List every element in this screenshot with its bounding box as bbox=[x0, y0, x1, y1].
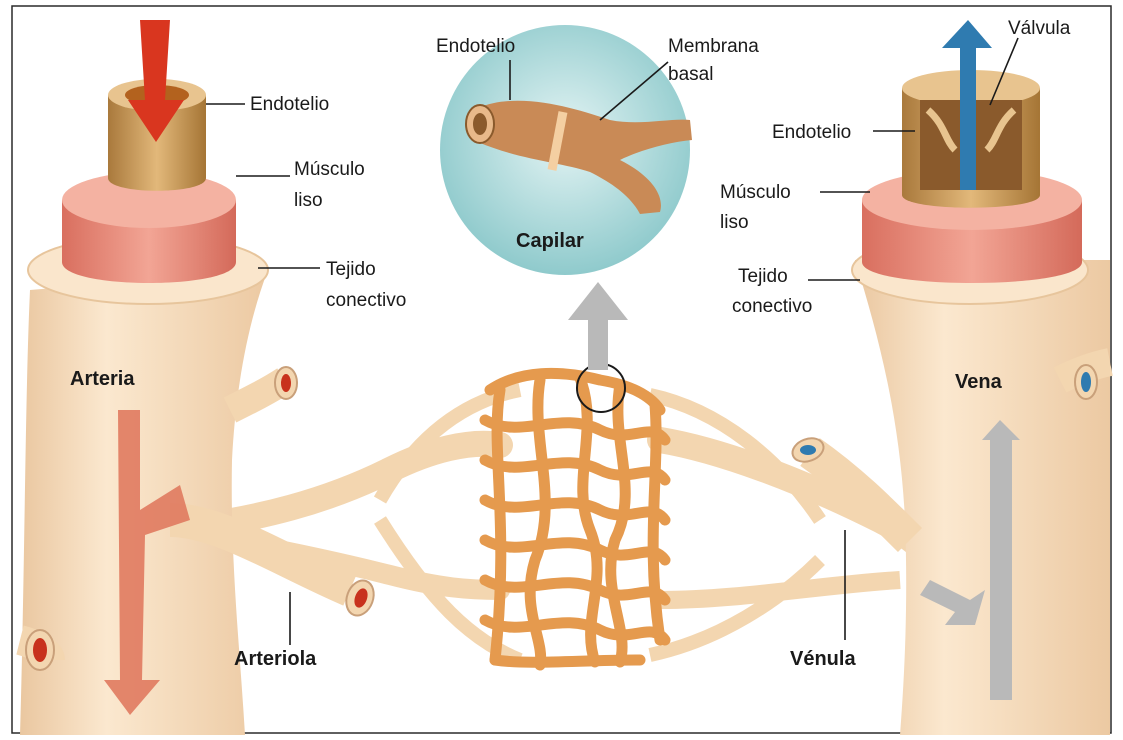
vein-valve-label: Válvula bbox=[1008, 18, 1071, 39]
venule-label: Vénula bbox=[790, 648, 856, 670]
capillary-basement-membrane-label-1: Membrana bbox=[668, 36, 759, 57]
arteriole-label: Arteriola bbox=[234, 648, 317, 670]
artery-connective-label-2: conectivo bbox=[326, 290, 406, 311]
artery-smooth-muscle-label-2: liso bbox=[294, 190, 323, 211]
vein-name-label: Vena bbox=[955, 371, 1003, 393]
vein-connective-label-1: Tejido bbox=[738, 266, 788, 287]
artery-endothelium-label: Endotelio bbox=[250, 94, 329, 115]
zoom-arrow bbox=[568, 282, 628, 370]
vein-smooth-muscle-label-1: Músculo bbox=[720, 182, 791, 203]
vein-connective-label-2: conectivo bbox=[732, 296, 812, 317]
capillary-bed bbox=[170, 364, 980, 665]
vein-smooth-muscle-label-2: liso bbox=[720, 212, 749, 233]
capillary-endothelium-label: Endotelio bbox=[436, 36, 515, 57]
artery-name-label: Arteria bbox=[70, 368, 135, 390]
capillary-basement-membrane-label-2: basal bbox=[668, 64, 713, 85]
vein-endothelium-label: Endotelio bbox=[772, 122, 851, 143]
artery-connective-label-1: Tejido bbox=[326, 259, 376, 280]
artery-smooth-muscle-label-1: Músculo bbox=[294, 159, 365, 180]
capillary-name-label: Capilar bbox=[516, 230, 584, 252]
